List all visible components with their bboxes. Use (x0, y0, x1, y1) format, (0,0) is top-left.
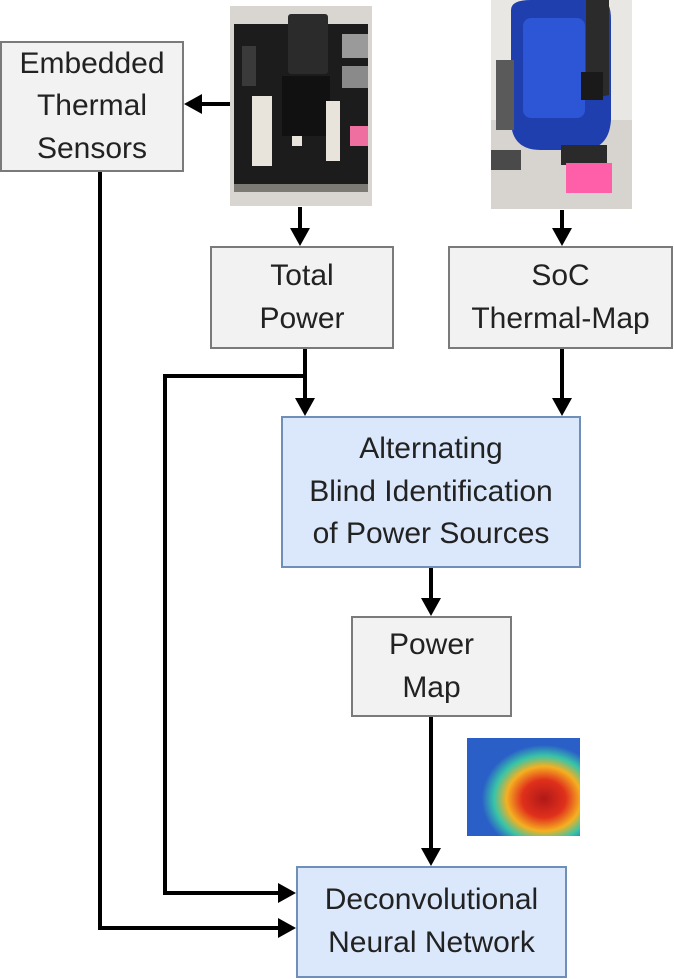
node-label-line: Total (270, 258, 334, 292)
soc-thermal-map-node: SoC Thermal-Map (448, 246, 673, 349)
node-label-line: Deconvolutional (324, 883, 539, 917)
node-label-line: of Power Sources (312, 517, 550, 551)
node-label-line: Power (388, 627, 475, 661)
node-label-line: SoC (531, 258, 590, 292)
abips-node: Alternating Blind Identification of Powe… (281, 416, 581, 568)
deconvolutional-nn-node: Deconvolutional Neural Network (296, 866, 567, 978)
node-label-line: Sensors (36, 131, 148, 165)
board-photo (230, 6, 372, 206)
node-label-line: Alternating (359, 432, 503, 466)
node-label-line: Embedded (19, 46, 165, 80)
thermal-camera-photo (491, 0, 632, 209)
power-map-node: Power Map (351, 616, 512, 717)
node-label-line: Power (259, 301, 345, 335)
node-label-line: Map (402, 670, 461, 704)
heatmap-thumbnail (467, 738, 580, 836)
node-label-line: Thermal-Map (471, 301, 650, 335)
node-label-line: Blind Identification (309, 474, 553, 508)
embedded-thermal-sensors-node: Embedded Thermal Sensors (0, 41, 184, 172)
node-label-line: Neural Network (328, 926, 535, 959)
total-power-node: Total Power (210, 246, 394, 349)
node-label-line: Thermal (36, 89, 147, 123)
